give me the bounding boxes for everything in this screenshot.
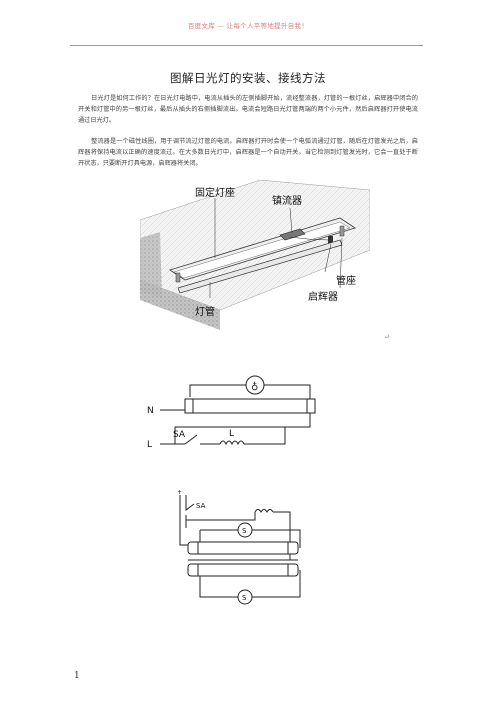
- label-sa: SA: [173, 430, 186, 440]
- tube-symbol: [184, 398, 316, 414]
- ballast-coil: [219, 440, 245, 446]
- tube-1: [187, 541, 299, 555]
- label-n: N: [147, 406, 154, 416]
- tube: [177, 239, 343, 294]
- tube-2: [187, 563, 299, 577]
- plus-glyph: +: [177, 490, 182, 496]
- starter-can: [328, 236, 333, 244]
- socket-right: [339, 225, 345, 237]
- paragraph-2: 整流器是一个磁性线圈，用于调节流过灯管的电流。启辉器打开时会使一个电弧流通过灯管…: [78, 136, 418, 169]
- label-s-1: S: [242, 527, 247, 535]
- circuit-diagram-2: SA S S +: [177, 490, 301, 605]
- starter-glyph: ♁: [251, 381, 258, 392]
- paragraph-1: 日光灯是如何工作的？在日光灯电路中，电流从插头的左侧插脚开始，流经整流器，灯管的…: [78, 93, 418, 126]
- paragraph-1-text: 日光灯是如何工作的？在日光灯电路中，电流从插头的左侧插脚开始，流经整流器，灯管的…: [78, 95, 418, 124]
- paragraph-2-text: 整流器是一个磁性线圈，用于调节流过灯管的电流。启辉器打开时会使一个电弧流通过灯管…: [78, 138, 418, 167]
- header-divider: [70, 45, 423, 46]
- page-header: 百度文库 — 让每个人平等地提升自我！: [187, 22, 309, 30]
- label-sa-2: SA: [196, 502, 206, 510]
- page-number: 1: [74, 671, 80, 681]
- paragraph-mark: ↵: [384, 333, 390, 341]
- wire: [289, 236, 331, 241]
- ballast-box: [279, 228, 306, 241]
- label-l: L: [147, 440, 152, 450]
- label-starter: 启辉器: [308, 290, 338, 303]
- circuit-diagram-1: ♁ N L SA L: [147, 375, 316, 450]
- socket-left: [175, 272, 181, 283]
- fixture-illustration: 固定灯座 镇流器 管座 启辉器 灯管: [140, 180, 370, 330]
- label-ballast: 镇流器: [272, 194, 302, 207]
- label-socket: 管座: [336, 274, 356, 287]
- label-coil: L: [229, 429, 234, 439]
- label-fixture: 固定灯座: [195, 186, 235, 199]
- page-title: 图解日光灯的安装、接线方法: [170, 71, 326, 85]
- label-tube: 灯管: [195, 305, 215, 318]
- ceiling-side: [140, 232, 162, 298]
- label-s-2: S: [242, 594, 247, 602]
- ballast-coil-2: [254, 509, 274, 513]
- switch-sa: [184, 434, 198, 445]
